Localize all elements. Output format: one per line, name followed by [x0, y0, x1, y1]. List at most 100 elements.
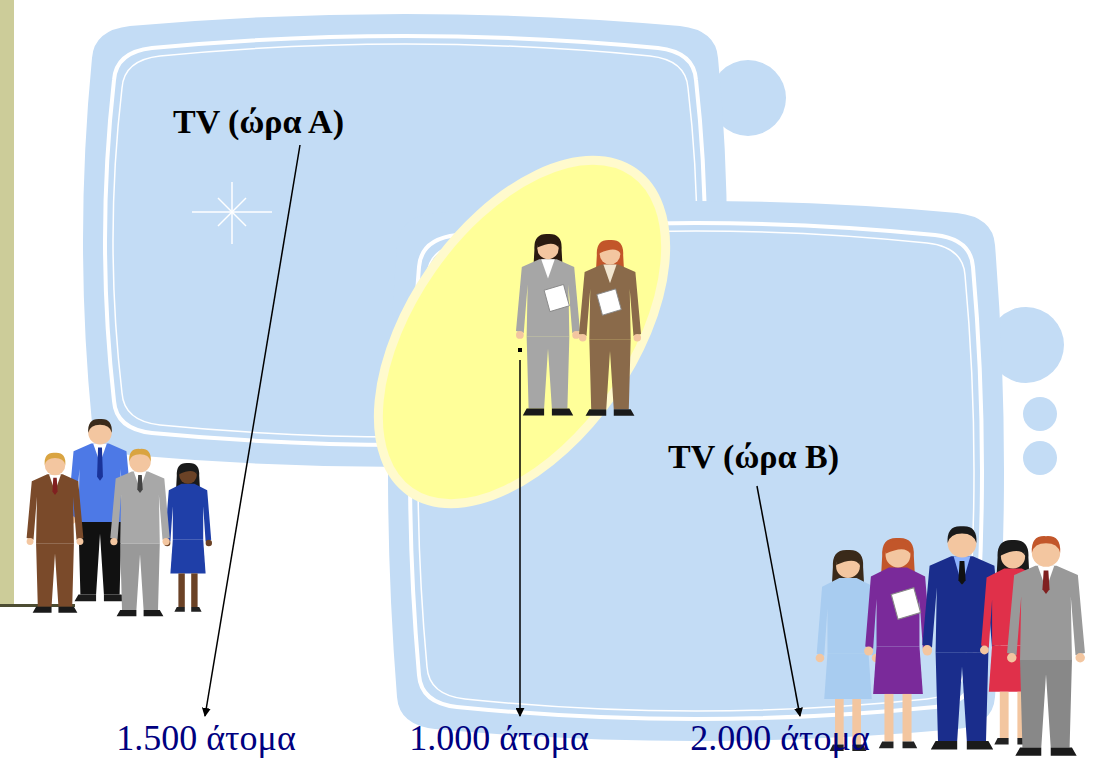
- person-figure-part: [824, 654, 872, 699]
- sparkle: [192, 182, 272, 244]
- person-figure-part: [1000, 692, 1009, 738]
- person-figure-part: [891, 588, 920, 620]
- person-figure-part: [78, 522, 121, 595]
- person-figure-part: [93, 443, 107, 463]
- person-figure-part: [170, 540, 205, 574]
- person-figure: [27, 453, 84, 613]
- person-figure-part: [1015, 747, 1076, 755]
- person-figure-part: [36, 543, 74, 607]
- person-figure-part: [572, 331, 580, 339]
- person-figure-part: [174, 607, 201, 612]
- person-figure-part: [45, 453, 66, 465]
- sparkle-part: [218, 198, 246, 226]
- screen-body: [388, 201, 1004, 741]
- person-figure-part: [832, 550, 864, 587]
- person-figure: [110, 449, 169, 616]
- side-bar: [0, 0, 14, 605]
- person-figure-part: [873, 646, 923, 693]
- tv-screen: TV (ώρα Β): [385, 195, 1007, 747]
- person-figure-part: [527, 337, 570, 409]
- person-figure-part: [981, 569, 1045, 648]
- person-figure-part: [1032, 539, 1060, 567]
- person-figure-part: [164, 540, 170, 546]
- person-figure-part: [922, 556, 1001, 652]
- person-figure-part: [541, 259, 555, 278]
- person-figure-part: [68, 516, 76, 524]
- count-label-holder: 1.500 άτομα: [116, 718, 296, 759]
- screen-inner-outline: [410, 223, 982, 719]
- person-figure-part: [836, 552, 860, 565]
- person-figure-part: [597, 289, 621, 315]
- person-figure-part: [179, 465, 197, 475]
- person-figure: [516, 234, 580, 415]
- person-figure-part: [997, 540, 1030, 577]
- person-figure-part: [49, 474, 61, 491]
- person-figure-part: [1007, 566, 1085, 660]
- person-figure-part: [992, 645, 1002, 655]
- person-figure-part: [922, 645, 932, 655]
- person-figure: [922, 526, 1001, 749]
- person-figure-part: [579, 264, 641, 339]
- person-figure-part: [864, 646, 873, 655]
- person-figure-part: [836, 554, 860, 578]
- person-figure-part: [110, 471, 169, 543]
- person-figure-part: [589, 340, 630, 410]
- count-label-holder: 2.000 άτομα: [690, 718, 870, 759]
- sparkle-part: [218, 198, 246, 226]
- person-figure-part: [52, 478, 57, 495]
- person-figure-part: [980, 646, 989, 655]
- person-figure-part: [163, 538, 170, 545]
- person-figure-part: [879, 741, 917, 748]
- person-figure-part: [1038, 566, 1055, 590]
- person-figure-part: [27, 474, 84, 543]
- person-figure-part: [129, 449, 151, 462]
- person-figure-part: [179, 466, 197, 484]
- person-figure-part: [125, 516, 133, 524]
- person-figure: [1007, 536, 1085, 756]
- person-figure-part: [1001, 542, 1025, 555]
- person-figure-part: [865, 567, 931, 648]
- person-figure-part: [923, 646, 932, 655]
- count-label: 1.000 άτομα: [409, 718, 589, 759]
- count-label-holder: 1.000 άτομα: [409, 718, 589, 759]
- person-figure-part: [533, 234, 562, 267]
- person-figure-part: [603, 264, 616, 283]
- screen-inner-outline: [418, 231, 974, 711]
- person-figure-part: [586, 409, 635, 416]
- person-figure-part: [931, 741, 993, 749]
- decor-circle: [1023, 441, 1057, 475]
- person-figure-part: [75, 594, 126, 601]
- person-figure-part: [1020, 660, 1072, 747]
- sparkle-part: [231, 182, 233, 244]
- person-figure-part: [206, 540, 212, 546]
- leader-lines: [205, 145, 800, 716]
- person-figure-part: [178, 573, 184, 607]
- leader-line: [519, 360, 521, 716]
- person-figure-part: [45, 455, 66, 476]
- person-figure-part: [68, 443, 133, 521]
- person-figure-part: [544, 284, 569, 311]
- person-figure: [864, 538, 932, 748]
- leader-line: [205, 145, 300, 716]
- person-figure: [579, 240, 641, 416]
- person-figure-part: [120, 543, 160, 610]
- sparkle-part: [192, 211, 272, 213]
- person-figure-part: [191, 573, 197, 607]
- decor-circle: [1023, 397, 1057, 431]
- person-figure-part: [903, 694, 912, 741]
- person-figure-part: [1076, 653, 1085, 662]
- person-figure: [164, 463, 212, 612]
- person-figure-part: [1042, 570, 1049, 594]
- person-figure-part: [537, 236, 558, 248]
- person-figure-part: [516, 331, 524, 339]
- person-figure-part: [1017, 692, 1026, 738]
- person-figure-part: [936, 652, 989, 741]
- person-figure-part: [516, 259, 580, 337]
- person-figure-part: [948, 526, 977, 543]
- side-rule: [0, 604, 75, 607]
- person-figure-part: [579, 334, 587, 342]
- person-figure-part: [948, 529, 977, 558]
- person-figure-part: [165, 484, 211, 542]
- person-figure-part: [1007, 653, 1016, 662]
